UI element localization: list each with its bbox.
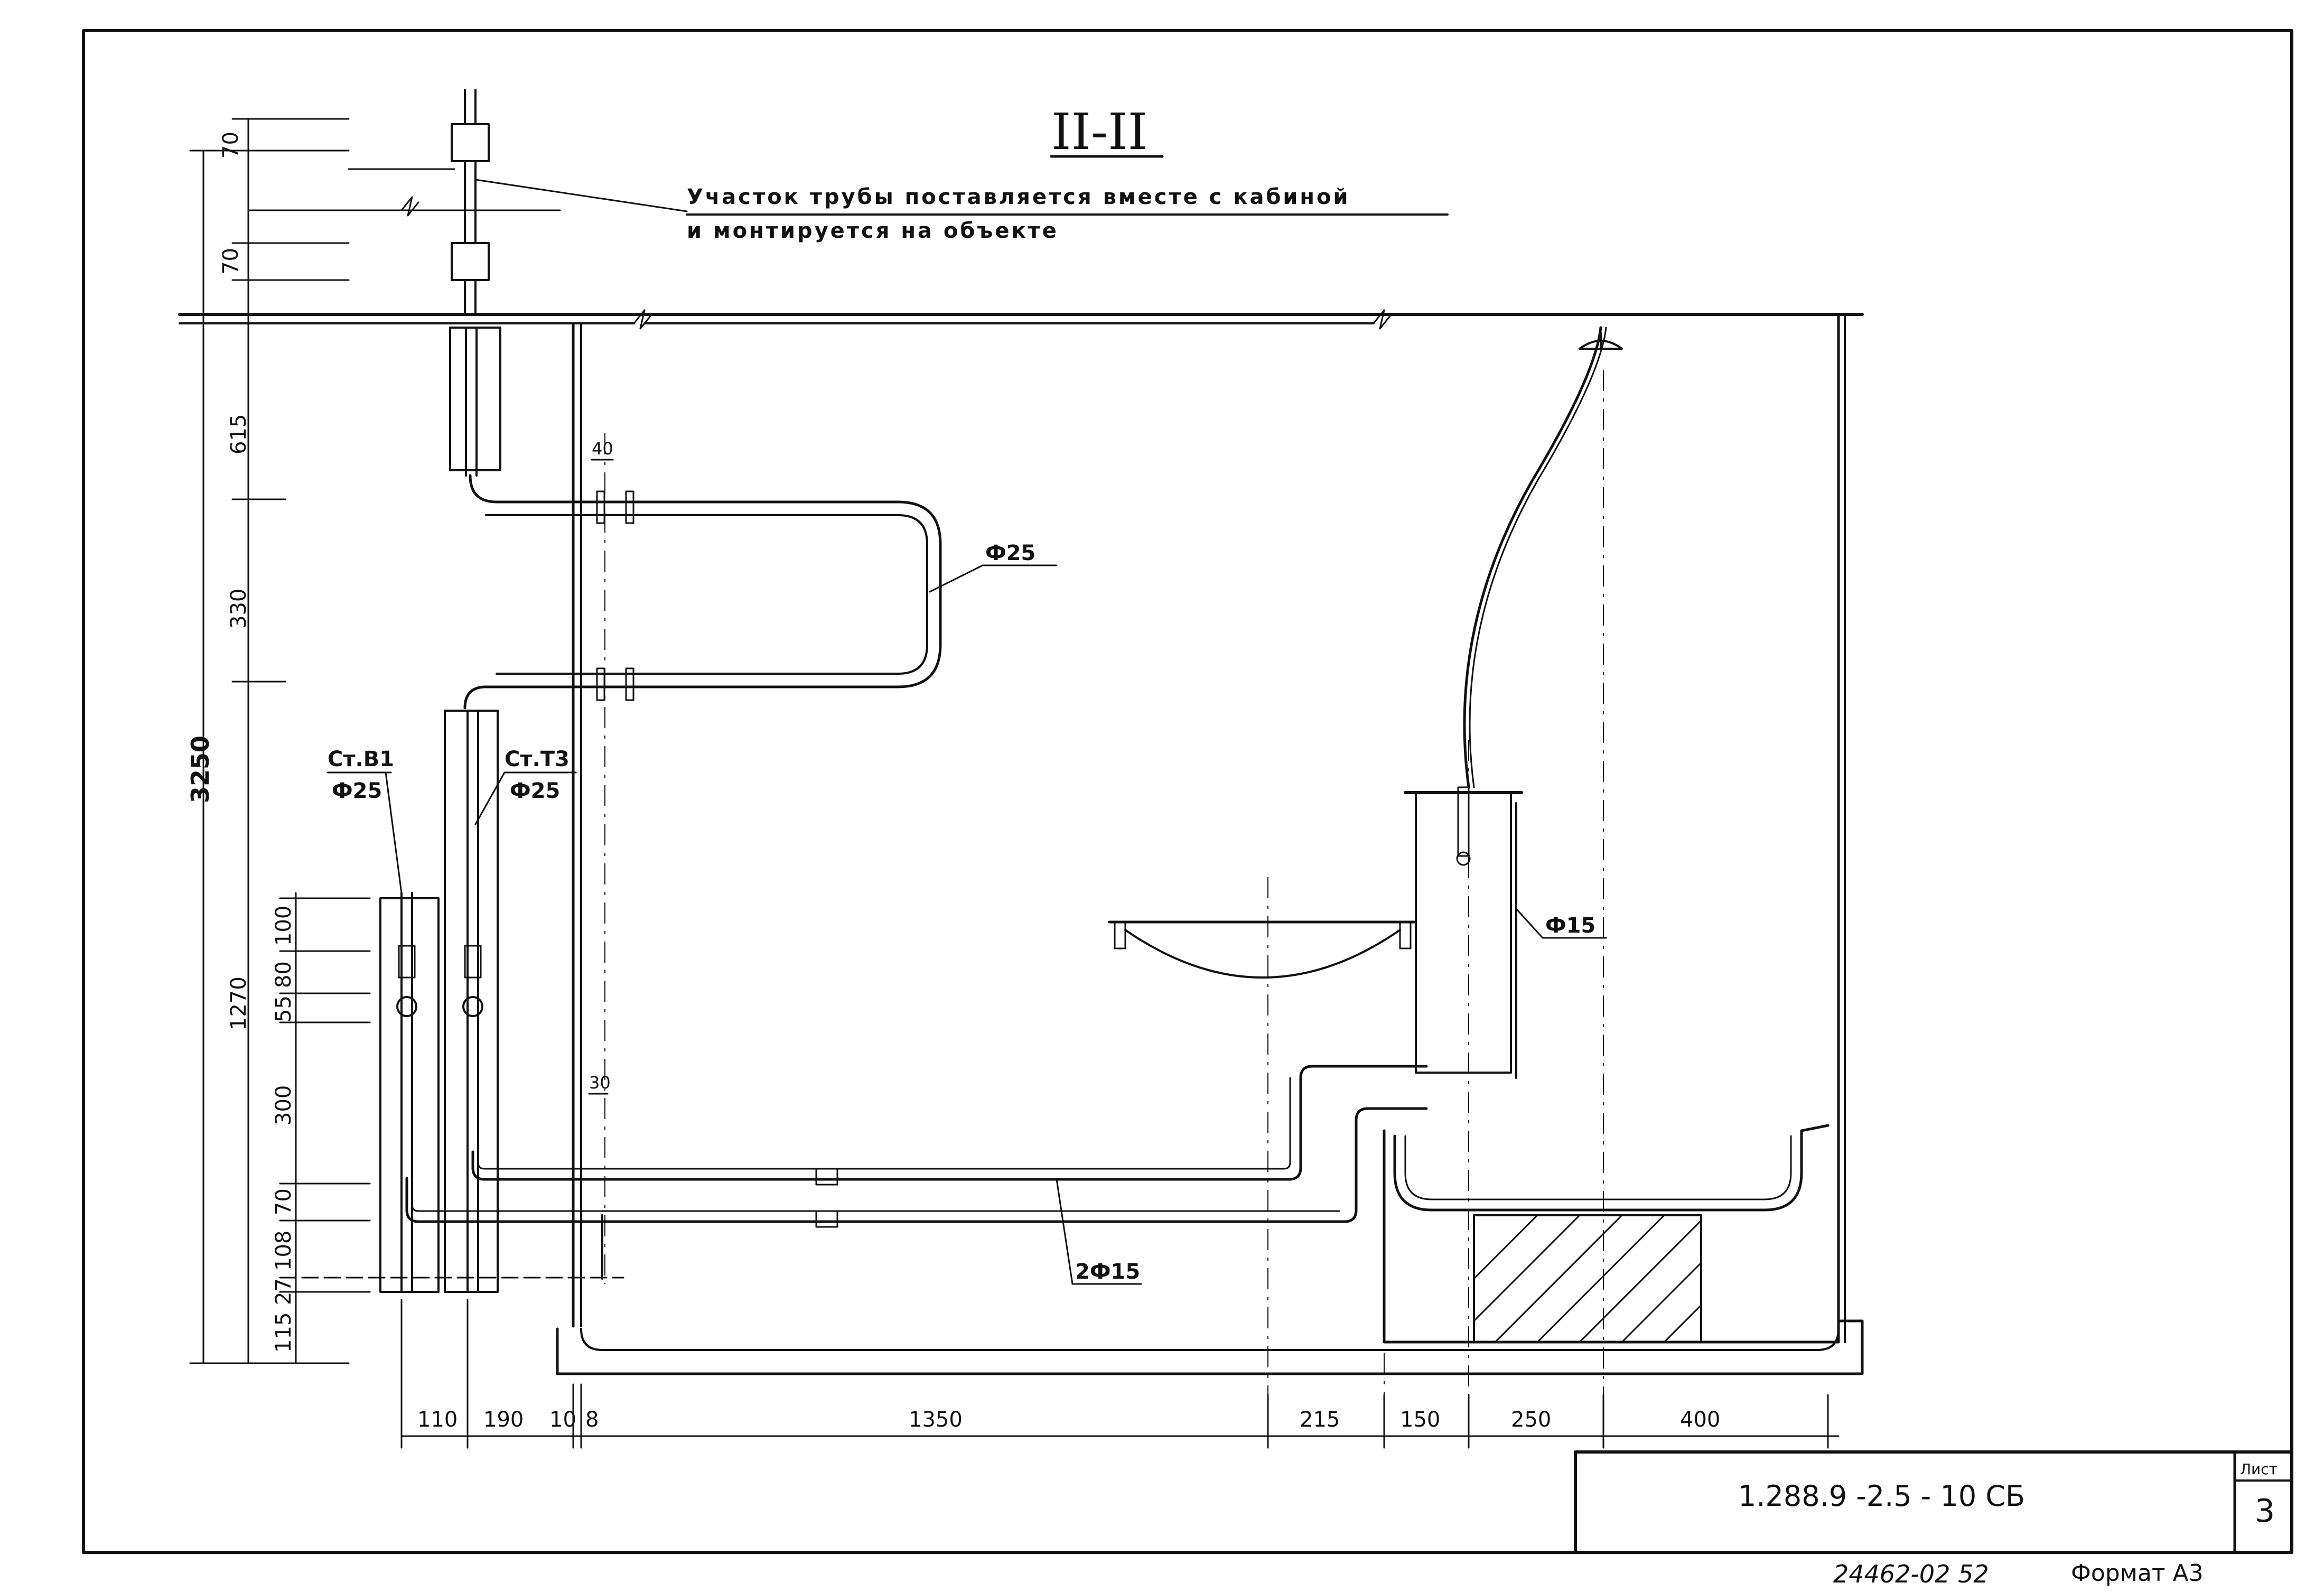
cabin-wall (572, 322, 582, 1328)
dim-115: 115 (272, 1312, 296, 1353)
inventory-number: 24462-02 52 (1833, 1560, 1989, 1588)
dim-1270: 1270 (227, 976, 251, 1030)
note-leader (474, 179, 688, 212)
bottom-pipes-label: 2Ф15 (1075, 1260, 1140, 1284)
tray-support-hatch (1473, 1214, 1702, 1343)
dim-8: 8 (585, 1408, 599, 1432)
format-label: Формат А3 (2071, 1560, 2204, 1587)
dim-190: 190 (483, 1408, 524, 1432)
upper-riser-housing (449, 327, 501, 477)
dim-top-70-b: 70 (219, 248, 243, 275)
note-line-1: Участок трубы поставляется вместе с каби… (687, 185, 1350, 209)
shower-leader (1515, 908, 1544, 939)
dim-100: 100 (272, 906, 296, 946)
dim-250: 250 (1511, 1408, 1551, 1432)
riser-t3-diameter: Ф25 (510, 779, 560, 803)
cabin-base (556, 1319, 1864, 1375)
dim-10: 10 (549, 1408, 576, 1432)
dim-40: 40 (592, 439, 613, 459)
dim-300: 300 (272, 1085, 296, 1125)
dim-70: 70 (272, 1188, 296, 1215)
towel-dryer-diameter: Ф25 (985, 541, 1035, 565)
shower-diameter: Ф15 (1545, 914, 1595, 938)
sheet-label: Лист (2240, 1460, 2278, 1478)
wash-basin (1108, 920, 1417, 979)
dim-110: 110 (417, 1408, 458, 1432)
dim-108: 108 (272, 1231, 296, 1271)
towel-leader (929, 564, 984, 593)
riser-b1-diameter: Ф25 (332, 779, 382, 803)
riser-t3-leader (474, 771, 506, 825)
horizontal-dimensions (400, 459, 1840, 1449)
vertical-dimensions (189, 118, 624, 1364)
dim-330: 330 (227, 589, 251, 629)
dim-150: 150 (1400, 1408, 1440, 1432)
title-block: 1.288.9 -2.5 - 10 СБ Лист 3 (1574, 1450, 2293, 1554)
sheet-frame (82, 29, 2293, 1554)
ceiling-line (178, 309, 1864, 330)
riser-b1-housing (379, 892, 440, 1293)
shower-assembly (1404, 326, 1623, 1079)
towel-dryer-loop (463, 474, 942, 710)
dim-400: 400 (1680, 1408, 1720, 1432)
section-title: II-II (1051, 103, 1147, 161)
right-wall (1837, 313, 1846, 1344)
dim-55: 55 (272, 995, 296, 1022)
top-pipe-section (247, 89, 561, 315)
dim-615: 615 (227, 414, 251, 454)
dim-top-70-a: 70 (219, 132, 243, 159)
dim-1350: 1350 (909, 1408, 963, 1432)
dim-27: 27 (272, 1278, 296, 1305)
sheet-number: 3 (2255, 1493, 2275, 1530)
drawing-code: 1.288.9 -2.5 - 10 СБ (1738, 1479, 2025, 1513)
bottom-pipes-leader (1056, 1178, 1074, 1285)
dim-215: 215 (1300, 1408, 1340, 1432)
riser-b1-leader (385, 771, 403, 894)
dim-total-height: 3250 (186, 736, 214, 803)
riser-t3-label: Ст.Т3 (505, 747, 570, 771)
riser-t3-housing (444, 710, 499, 1293)
note-line-2: и монтируется на объекте (687, 219, 1059, 243)
riser-b1-label: Ст.В1 (328, 747, 394, 771)
dim-30: 30 (589, 1073, 611, 1093)
axis-lines (604, 370, 1604, 1416)
bottom-supply-pipes (405, 1065, 1428, 1280)
dim-80: 80 (272, 961, 296, 988)
